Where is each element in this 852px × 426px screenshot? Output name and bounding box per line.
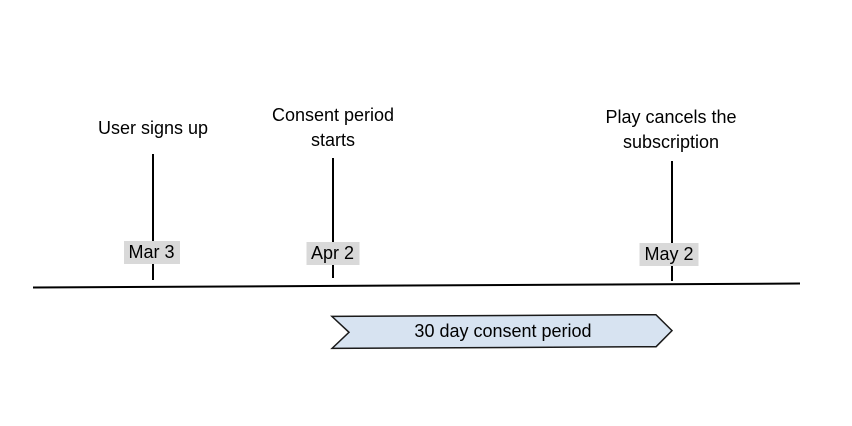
consent-period-banner-label: 30 day consent period <box>414 321 592 341</box>
event-label-consent-period-starts: Consent period starts <box>271 105 395 150</box>
event-date-chip-mar-3: Mar 3 <box>123 241 180 264</box>
event-date-chip-may-2: May 2 <box>639 243 699 266</box>
event-label-user-signs-up: User signs up <box>97 118 209 138</box>
event-date-chip-apr-2: Apr 2 <box>305 242 360 265</box>
timeline-axis-line <box>32 282 801 289</box>
event-tick-line-may-2 <box>671 161 673 281</box>
event-tick-line-mar-3 <box>151 154 154 280</box>
event-label-play-cancels-subscription: Play cancels the subscription <box>605 107 737 152</box>
event-tick-line-apr-2 <box>332 158 334 278</box>
